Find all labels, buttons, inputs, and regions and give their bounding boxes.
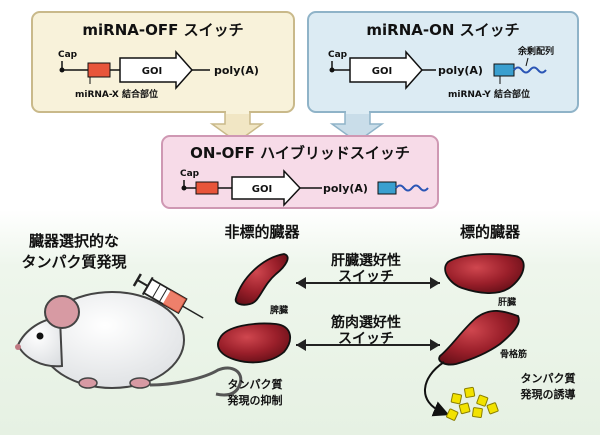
on-switch-panel: miRNA-ON スイッチ Cap GOI poly(A) 余剰配列 miRNA… — [307, 11, 579, 143]
on-switch-title: miRNA-ON スイッチ — [366, 21, 519, 39]
skeletal-muscle-organ — [438, 310, 520, 366]
off-down-arrow — [209, 111, 265, 143]
on-cap-label: Cap — [328, 50, 348, 60]
on-switch-box — [307, 11, 579, 113]
off-goi-label: GOI — [142, 66, 162, 77]
protein-squares — [446, 386, 499, 421]
hybrid-switch-box — [161, 135, 439, 209]
hybrid-goi-label: GOI — [252, 184, 272, 195]
hybrid-cap-label: Cap — [180, 169, 200, 179]
mouse-illustration — [15, 291, 243, 397]
hybrid-goi-arrow — [231, 169, 302, 207]
syringe-icon — [132, 273, 204, 319]
hybrid-excess-wave — [395, 184, 429, 192]
muscle-switch-line1: 筋肉選好性 — [331, 314, 401, 331]
mouse-hind-paw — [129, 377, 151, 389]
off-cap-label: Cap — [58, 50, 78, 60]
hybrid-red-site — [195, 181, 219, 195]
suppression-line2: 発現の抑制 — [227, 393, 283, 407]
liver-switch-line1: 肝臓選好性 — [331, 252, 401, 269]
induction-curved-arrow — [424, 361, 450, 417]
mouse-ear — [44, 295, 80, 329]
off-binding-site — [87, 62, 111, 78]
skeletal-muscle-label: 骨格筋 — [500, 348, 527, 360]
off-polya-label: poly(A) — [214, 64, 259, 77]
liver-label: 肝臓 — [498, 296, 516, 308]
on-polya-label: poly(A) — [438, 64, 483, 77]
spleen-label: 脾臓 — [269, 304, 288, 316]
muscle-switch-line2: スイッチ — [338, 331, 394, 347]
on-excess-wave — [513, 66, 547, 74]
off-switch-panel: miRNA-OFF スイッチ Cap GOI poly(A) miRNA-X 結… — [31, 11, 295, 143]
on-goi-arrow — [349, 50, 424, 90]
muscle-switch-double-arrow — [296, 339, 440, 351]
on-excess-label: 余剰配列 — [517, 45, 554, 57]
hybrid-polya-label: poly(A) — [323, 182, 368, 195]
off-goi-arrow — [119, 50, 194, 90]
on-goi-label: GOI — [372, 66, 392, 77]
target-heading: 標的臓器 — [460, 223, 521, 241]
selective-title-line2: タンパク質発現 — [21, 253, 126, 271]
mouse-eye — [36, 332, 44, 340]
mouse-nose — [15, 344, 21, 350]
on-down-arrow — [329, 111, 385, 143]
induction-line1: タンパク質 — [521, 371, 576, 385]
induction-line2: 発現の誘導 — [520, 387, 576, 401]
off-switch-title: miRNA-OFF スイッチ — [82, 21, 243, 39]
hybrid-switch-panel: ON-OFF ハイブリッドスイッチ Cap GOI poly(A) — [161, 135, 439, 209]
mouse-front-paw — [78, 377, 98, 389]
selective-title-line1: 臓器選択的な — [29, 232, 119, 250]
off-site-label: miRNA-X 結合部位 — [75, 88, 158, 100]
target-liver-organ — [444, 253, 525, 294]
on-site-label: miRNA-Y 結合部位 — [448, 88, 530, 100]
liver-switch-double-arrow — [296, 277, 440, 289]
spleen-organ — [234, 253, 289, 306]
hybrid-switch-title: ON-OFF ハイブリッドスイッチ — [190, 144, 410, 162]
non-target-heading: 非標的臓器 — [224, 223, 300, 241]
suppression-line1: タンパク質 — [228, 377, 283, 391]
non-target-liver-organ — [217, 322, 291, 364]
liver-switch-line2: スイッチ — [338, 269, 394, 285]
hybrid-blue-site — [377, 181, 397, 195]
mouse-tail — [149, 366, 243, 397]
on-binding-site — [493, 63, 515, 77]
